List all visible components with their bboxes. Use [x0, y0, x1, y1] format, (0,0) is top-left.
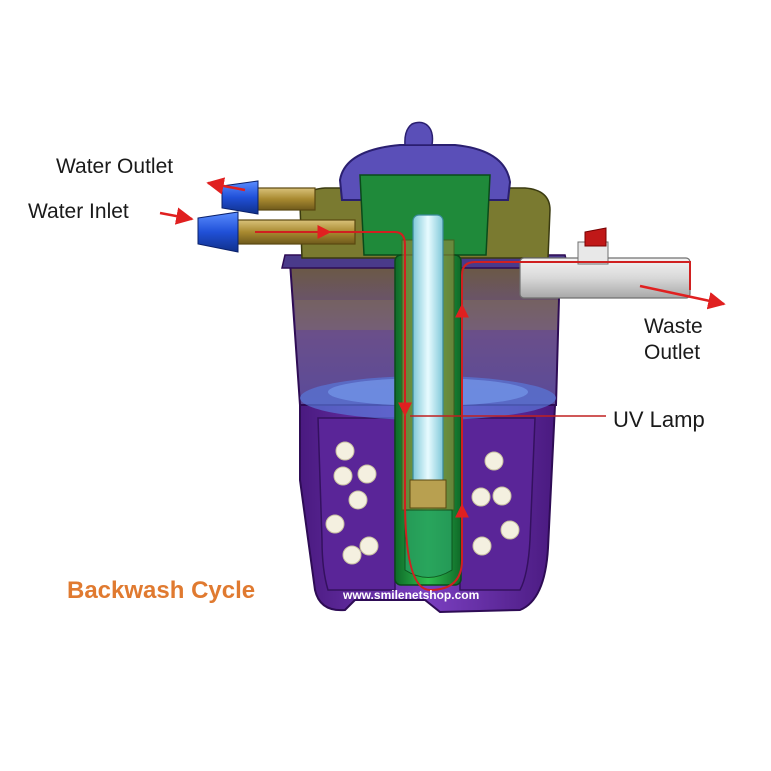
- bio-ball: [357, 464, 377, 484]
- waste-outlet-label: Waste Outlet: [644, 314, 703, 367]
- bio-ball: [472, 536, 492, 556]
- bio-ball: [484, 451, 504, 471]
- bio-ball: [325, 514, 345, 534]
- bio-balls: [325, 441, 520, 565]
- water-inlet-arrow: [159, 207, 194, 225]
- flow-line-inlet: [255, 231, 691, 592]
- bio-ball: [348, 490, 368, 510]
- caption: Backwash Cycle: [67, 577, 256, 604]
- water-outlet-pipe: [254, 187, 316, 211]
- water-inlet-label: Water Inlet: [28, 200, 129, 223]
- bio-ball: [335, 441, 355, 461]
- bio-ball: [471, 487, 491, 507]
- waste-outlet-label-line2: Outlet: [644, 341, 701, 365]
- lid-handle: [404, 121, 434, 146]
- bio-ball: [359, 536, 379, 556]
- bio-ball: [500, 520, 520, 540]
- bio-ball: [492, 486, 512, 506]
- flow-path: [255, 225, 691, 592]
- uv-lamp-tube: [412, 214, 444, 486]
- uv-lamp-cap: [409, 479, 447, 509]
- waste-outlet-arrow: [639, 284, 726, 310]
- water-inlet-hose: [197, 211, 239, 253]
- water-outlet-hose: [221, 180, 259, 215]
- waste-outlet-label-line1: Waste: [644, 315, 703, 338]
- bio-ball: [333, 466, 353, 486]
- uv-lamp-label: UV Lamp: [613, 407, 705, 432]
- waste-valve-lever: [584, 227, 607, 247]
- water-outlet-label: Water Outlet: [56, 155, 174, 178]
- water-outlet-arrow: [206, 177, 246, 195]
- bio-ball: [342, 545, 362, 565]
- tube-bottom-cage: [404, 509, 453, 578]
- watermark: www.smilenetshop.com: [343, 588, 480, 602]
